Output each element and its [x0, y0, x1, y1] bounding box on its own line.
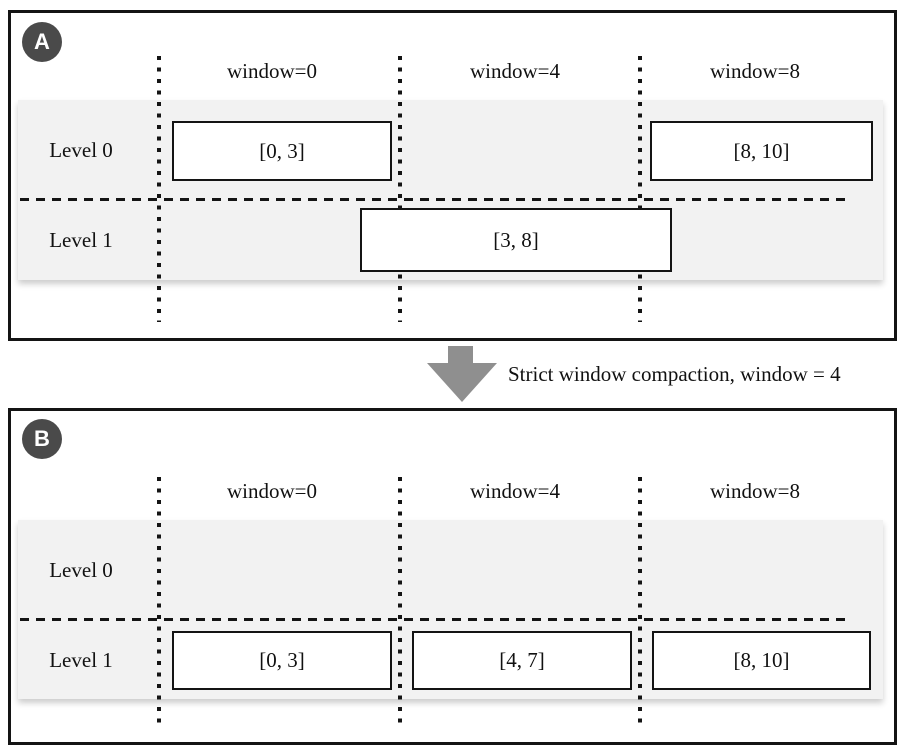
panel-a-run-0-3: [0, 3]	[172, 121, 392, 181]
panel-b-window-boundary-line-8	[638, 477, 642, 728]
panel-b-window-boundary-line-0	[157, 477, 161, 728]
panel-a-badge-letter: A	[34, 29, 50, 54]
panel-b-level-1-label: Level 1	[49, 648, 113, 672]
panel-b-after-compaction: B window=0 window=4 window=8 Level 0 Lev…	[8, 408, 897, 745]
panel-a-run-3-8: [3, 8]	[360, 208, 672, 272]
panel-a-level-separator-line	[20, 198, 850, 201]
panel-a-column-label-window-4: window=4	[469, 59, 560, 83]
panel-a-run-8-10: [8, 10]	[650, 121, 873, 181]
panel-a-column-label-window-8: window=8	[709, 59, 800, 83]
panel-a-level-0-label: Level 0	[49, 138, 113, 162]
panel-a-window-boundary-line-4	[398, 56, 402, 322]
transition-caption: Strict window compaction, window = 4	[508, 362, 841, 386]
panel-a-window-boundary-line-8	[638, 56, 642, 322]
panel-a-window-boundary-line-0	[157, 56, 161, 322]
panel-b-run-0-3: [0, 3]	[172, 631, 392, 690]
panel-b-level-0-label: Level 0	[49, 558, 113, 582]
panel-a-level-1-label: Level 1	[49, 228, 113, 252]
panel-a-column-label-window-0: window=0	[226, 59, 317, 83]
down-arrow-icon	[448, 346, 473, 364]
panel-b-column-label-window-4: window=4	[469, 479, 560, 503]
panel-b-run-4-7: [4, 7]	[412, 631, 632, 690]
panel-b-run-8-10: [8, 10]	[652, 631, 871, 690]
down-arrow-head-icon	[427, 363, 497, 402]
panel-b-level-0-band	[18, 520, 883, 620]
panel-a-badge: A	[22, 22, 62, 62]
panel-b-column-label-window-8: window=8	[709, 479, 800, 503]
panel-b-level-separator-line	[20, 618, 845, 621]
panel-b-badge: B	[22, 419, 62, 459]
panel-a-before-compaction: A window=0 window=4 window=8 Level 0 Lev…	[8, 10, 897, 341]
panel-b-window-boundary-line-4	[398, 477, 402, 728]
panel-b-column-label-window-0: window=0	[226, 479, 317, 503]
panel-b-badge-letter: B	[34, 426, 50, 451]
